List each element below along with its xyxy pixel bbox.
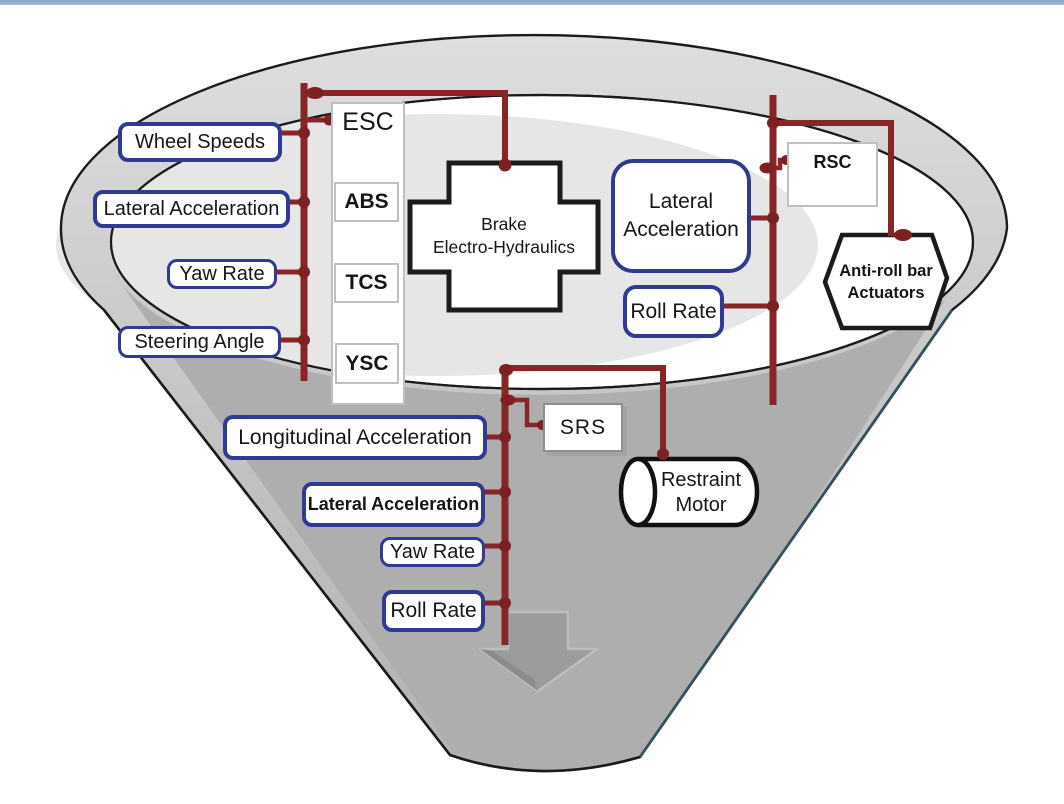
ysc-box: YSC [335, 343, 399, 384]
sensor-label: Wheel Speeds [134, 130, 266, 153]
sensor-box-roll-rate-lower: Roll Rate [382, 590, 485, 632]
funnel-opening-rim [109, 93, 975, 391]
top-accent-bar [0, 0, 1064, 5]
cone-bottom-edge [449, 753, 641, 773]
brake-cross-shape [407, 160, 601, 313]
sensor-box-yaw-rate-lower: Yaw Rate [380, 537, 485, 567]
sensor-label: Yaw Rate [389, 540, 476, 563]
srs-connector [505, 397, 541, 428]
sensor-label: Yaw Rate [179, 262, 265, 285]
tcs-label: TCS [345, 271, 388, 294]
rsc-label: RSC [813, 152, 852, 172]
down-arrow-shade [480, 649, 538, 691]
restraint-motor-cap [618, 456, 658, 528]
rsc-box: RSC [787, 142, 878, 207]
left-top-branch [304, 90, 508, 161]
cone-right-edge [638, 309, 954, 758]
sensor-label: Longitudinal Acceleration [238, 425, 472, 449]
sensor-box-lateral-acceleration-upper: Lateral Acceleration [611, 159, 751, 273]
srs-box: SRS [543, 403, 623, 452]
sensor-box-yaw-rate: Yaw Rate [167, 259, 277, 289]
right-top-branch [773, 120, 894, 236]
tcs-box: TCS [334, 263, 399, 303]
ysc-label: YSC [345, 351, 389, 375]
sensor-label: Lateral Acceleration [103, 197, 280, 220]
abs-box: ABS [334, 182, 399, 222]
cone-left-edge [102, 309, 452, 756]
lower-top-branch [505, 365, 666, 455]
down-arrow-icon [478, 610, 599, 693]
bus-junction-dots [298, 87, 912, 609]
sensor-box-roll-rate-upper: Roll Rate [623, 285, 724, 338]
sensor-box-steering-angle: Steering Angle [118, 326, 281, 358]
sensor-label: Steering Angle [134, 330, 265, 353]
sensor-label: Lateral Acceleration [307, 494, 480, 514]
abs-label: ABS [344, 190, 389, 213]
cone-interior [115, 275, 945, 772]
sensor-label: Lateral Acceleration [623, 189, 739, 241]
sensor-box-wheel-speeds: Wheel Speeds [118, 122, 282, 162]
sensor-label: Roll Rate [630, 299, 717, 323]
anti-roll-hexagon-shape [822, 232, 950, 331]
sensor-box-lateral-acceleration: Lateral Acceleration [93, 190, 290, 228]
sensor-box-longitudinal-acceleration: Longitudinal Acceleration [223, 415, 487, 460]
sensor-label: Roll Rate [390, 599, 477, 622]
srs-label: SRS [559, 415, 607, 439]
sensor-box-lateral-acceleration-lower: Lateral Acceleration [302, 482, 485, 527]
restraint-motor-body [635, 456, 760, 528]
